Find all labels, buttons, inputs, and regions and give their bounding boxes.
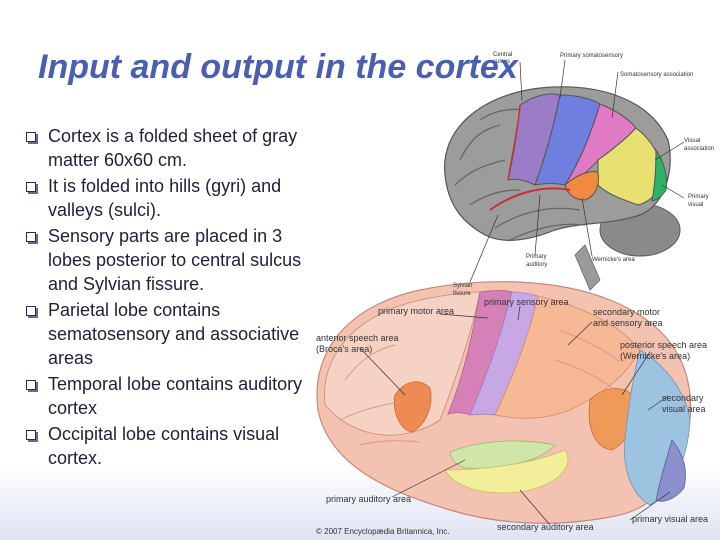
central-sulcus-label-1: Central [493,52,512,58]
central-sulcus-label-2: sulcus [493,59,510,65]
checkbox-bullet-icon [26,430,36,440]
bullet-item: Temporal lobe contains auditory cortex [26,372,306,420]
wernicke-bottom-label-1: posterior speech area [620,340,707,350]
bottom-brain-illustration [316,281,692,524]
checkbox-bullet-icon [26,232,36,242]
primary-visual-label-2: visual [688,202,703,208]
bullet-item: Cortex is a folded sheet of gray matter … [26,124,306,172]
top-figure-labels: Central sulcus Primary somatosensory Som… [453,52,714,297]
sylvian-fissure-label-1: Sylvian [453,283,472,289]
copyright-credit: © 2007 Encyclopædia Britannica, Inc. [316,527,450,536]
top-brain-illustration [444,86,681,291]
bullet-text: It is folded into hills (gyri) and valle… [48,176,282,220]
secondary-motor-label-1: secondary motor [593,307,660,317]
bullet-item: Parietal lobe contains sematosensory and… [26,298,306,370]
primary-auditory-top-label-2: auditory [526,262,547,268]
secondary-motor-label-2: and sensory area [593,318,663,328]
primary-auditory-area-label: primary auditory area [326,494,411,504]
bullet-text: Cortex is a folded sheet of gray matter … [48,126,298,170]
slide-title: Input and output in the cortex [38,48,518,86]
checkbox-bullet-icon [26,182,36,192]
broca-label-1: anterior speech area [316,333,399,343]
primary-sensory-area-label: primary sensory area [484,297,569,307]
bullet-text: Temporal lobe contains auditory cortex [48,374,303,418]
bullet-item: Occipital lobe contains visual cortex. [26,422,306,470]
primary-visual-label-1: Primary [688,194,709,200]
bottom-leader-lines [359,305,671,526]
primary-motor-area-label: primary motor area [378,306,454,316]
bullet-list: Cortex is a folded sheet of gray matter … [26,124,306,472]
secondary-visual-label-1: secondary [662,393,704,403]
sylvian-fissure-label-2: fissure [453,291,471,297]
primary-somatosensory-label: Primary somatosensory [560,53,623,59]
bullet-text: Parietal lobe contains sematosensory and… [48,300,300,368]
checkbox-bullet-icon [26,380,36,390]
broca-label-2: (Broca's area) [316,344,372,354]
checkbox-bullet-icon [26,132,36,142]
bullet-item: It is folded into hills (gyri) and valle… [26,174,306,222]
wernicke-bottom-label-2: (Wernicke's area) [620,351,690,361]
bullet-item: Sensory parts are placed in 3 lobes post… [26,224,306,296]
top-leader-lines [469,59,685,283]
visual-association-label-2: association [684,146,714,152]
somatosensory-association-label: Somatosensory association [620,72,693,78]
visual-association-label-1: Visual [684,138,700,144]
secondary-visual-label-2: visual area [662,404,706,414]
secondary-auditory-area-label: secondary auditory area [497,522,594,532]
bullet-text: Sensory parts are placed in 3 lobes post… [48,226,302,294]
primary-visual-area-label: primary visual area [632,514,708,524]
bottom-figure-labels: primary motor area primary sensory area … [316,297,708,532]
bullet-text: Occipital lobe contains visual cortex. [48,424,280,468]
primary-auditory-top-label-1: Primary [526,254,547,260]
checkbox-bullet-icon [26,306,36,316]
wernicke-top-label: Wernicke's area [592,257,635,263]
